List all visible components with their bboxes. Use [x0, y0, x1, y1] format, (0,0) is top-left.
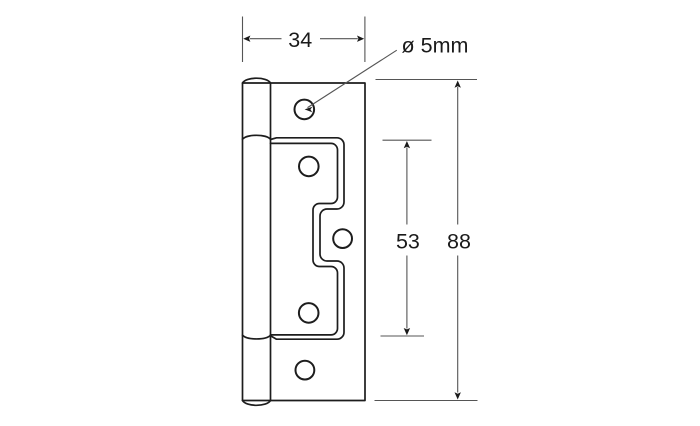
arrowhead-hole-leader [304, 106, 313, 113]
hinge-part [241, 77, 366, 407]
dimension-width: 34 [241, 16, 366, 62]
hole-diameter-label: ø 5mm [402, 33, 469, 57]
screw-hole-middle [332, 228, 354, 250]
hinge-knuckle-joint-top [241, 134, 272, 141]
arrowhead-total-bottom [454, 392, 461, 400]
hinge-leaf-outline [241, 82, 366, 402]
dimension-total-height: 88 [374, 78, 478, 402]
dimension-hole-callout: ø 5mm [304, 33, 469, 113]
hinge-cutout-outline [269, 136, 345, 341]
dimension-annotations: 34 ø 5mm 53 [241, 16, 478, 402]
screw-hole-upper [298, 155, 320, 178]
dimension-width-label: 34 [288, 28, 312, 52]
hinge-knuckle-joint-bottom [241, 334, 272, 340]
screw-hole-lower [297, 302, 320, 324]
hinge-inner-leaf-outline [269, 142, 339, 336]
arrowhead-width-left [243, 35, 251, 42]
screw-hole-top [293, 98, 316, 121]
arrowhead-inner-bottom [403, 328, 411, 336]
arrowhead-total-top [454, 80, 461, 88]
arrowhead-inner-top [403, 141, 411, 149]
screw-hole-bottom [294, 359, 316, 381]
dimension-inner-height: 53 [380, 139, 432, 337]
dimension-inner-height-label: 53 [396, 230, 420, 254]
hinge-barrel-bottom-cap [241, 399, 272, 407]
leader-line-hole [307, 49, 398, 109]
dimension-total-height-label: 88 [447, 230, 471, 254]
arrowhead-width-right [357, 35, 365, 42]
hinge-barrel-top-cap [241, 77, 272, 84]
